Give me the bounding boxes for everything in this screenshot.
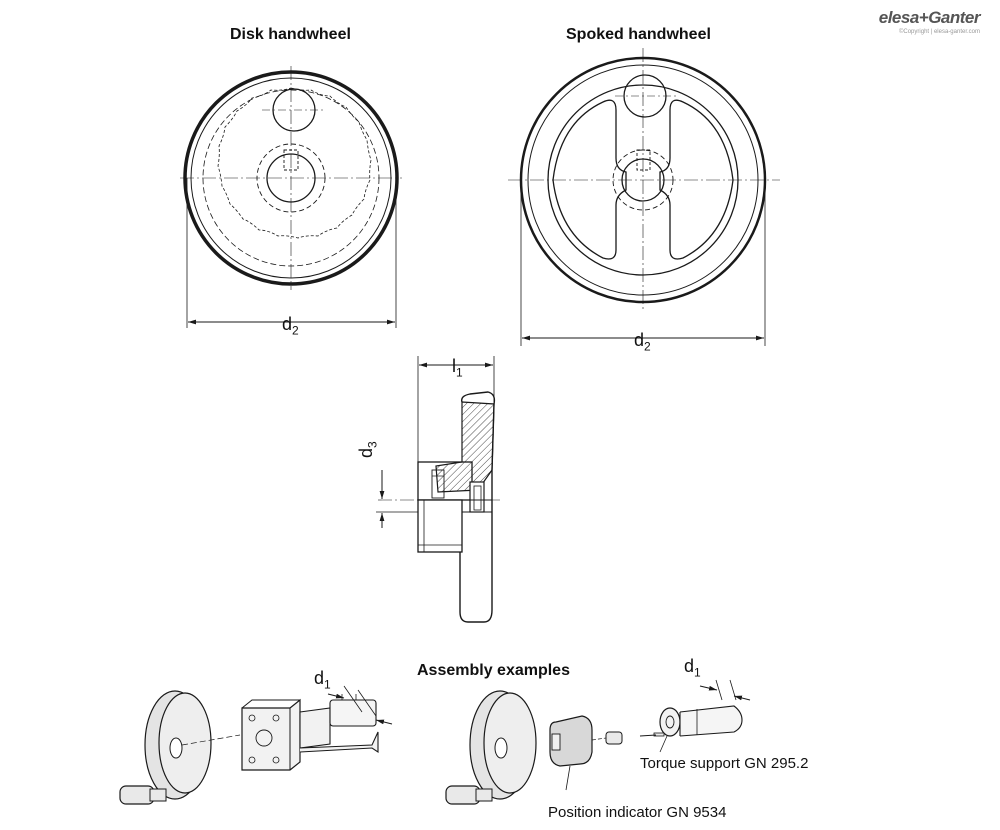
- brand-logo: elesa+Ganter ©Copyright | elesa-ganter.c…: [878, 8, 981, 35]
- spoked-handwheel-title: Spoked handwheel: [566, 26, 711, 43]
- torque-support-callout: Torque support GN 295.2: [640, 755, 809, 772]
- disk-handwheel-front-view: [180, 66, 402, 328]
- assembly-example-left: [119, 685, 393, 805]
- disk-d2-label: d2: [282, 314, 299, 338]
- assembly-examples-title: Assembly examples: [417, 662, 570, 679]
- right-d1-label: d1: [684, 656, 701, 680]
- assembly-example-right: [445, 679, 751, 805]
- l1-label: l1: [452, 356, 463, 380]
- disk-handwheel-title: Disk handwheel: [230, 26, 351, 43]
- left-d1-label: d1: [314, 668, 331, 692]
- spoked-d2-label: d2: [634, 330, 651, 354]
- section-side-view: [376, 356, 500, 623]
- position-indicator-callout: Position indicator GN 9534: [548, 804, 727, 821]
- brand-copyright: ©Copyright | elesa-ganter.com: [898, 29, 980, 35]
- d3-label: d3: [356, 441, 380, 458]
- spoked-handwheel-front-view: [508, 48, 780, 346]
- brand-name: elesa+Ganter: [878, 8, 981, 27]
